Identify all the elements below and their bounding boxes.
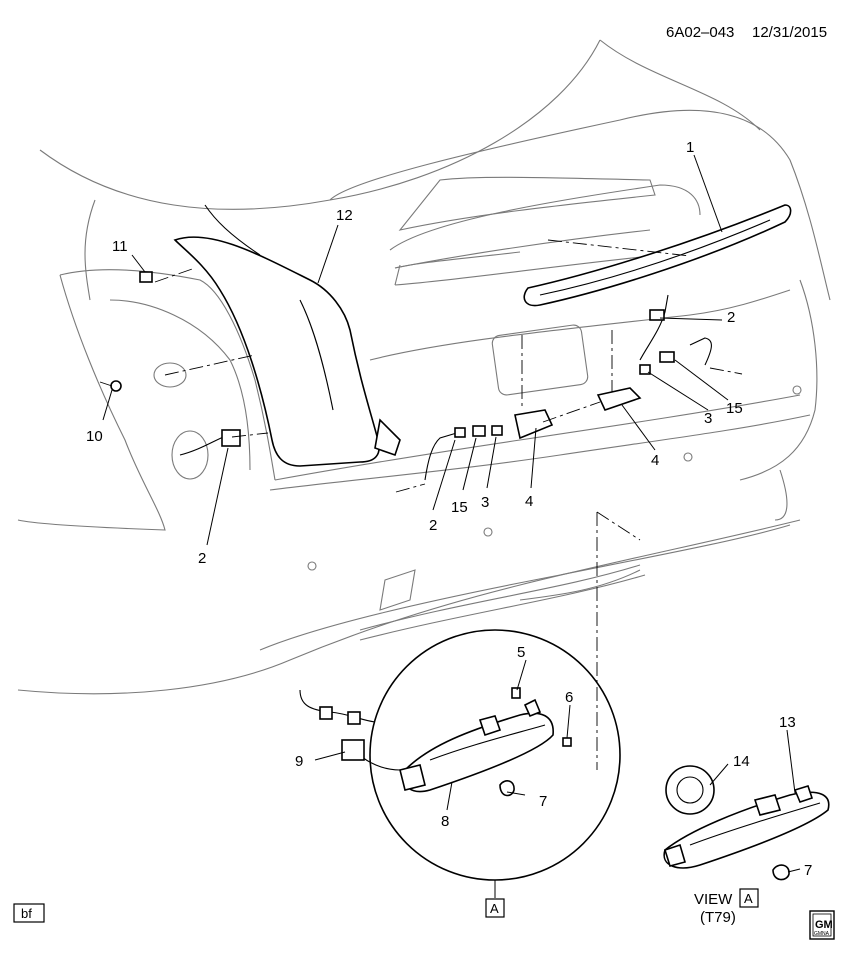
callout-2: 2 <box>198 550 206 567</box>
view-reference-letter: A <box>490 901 499 916</box>
callout-3: 3 <box>704 410 712 427</box>
callout-11: 11 <box>112 238 128 255</box>
part-9-harness <box>299 689 401 771</box>
callout-2: 2 <box>429 517 437 534</box>
vehicle-body-outline <box>17 39 831 695</box>
part-6-clip <box>562 737 572 747</box>
callout-15: 15 <box>726 400 743 417</box>
part-4-license-lamp-right <box>596 387 642 411</box>
diagram-code: 6A02–043 <box>666 24 734 41</box>
part-14-socket <box>665 765 715 815</box>
callout-1: 1 <box>686 139 694 156</box>
diagram-date: 12/31/2015 <box>752 24 827 41</box>
callout-13: 13 <box>779 714 796 731</box>
view-label-text: VIEW <box>694 891 733 908</box>
gm-logo-text: GM <box>815 919 833 931</box>
callouts: 1 2 2 2 3 3 4 4 5 6 7 7 8 9 10 11 12 13 … <box>86 139 812 879</box>
wiring-connectors <box>179 294 712 481</box>
part-10-grommet <box>110 380 122 392</box>
callout-7: 7 <box>804 862 812 879</box>
view-label: VIEW A (T79) <box>694 888 759 926</box>
callout-15: 15 <box>451 499 468 516</box>
callout-3: 3 <box>481 494 489 511</box>
callout-14: 14 <box>733 753 750 770</box>
part-7-bulb-detail <box>499 780 515 797</box>
detail-circle <box>369 629 621 898</box>
part-1-rear-applique <box>523 204 792 307</box>
part-4-license-lamp-left <box>514 409 554 440</box>
callout-6: 6 <box>565 689 573 706</box>
callout-9: 9 <box>295 753 303 770</box>
callout-10: 10 <box>86 428 103 445</box>
view-label-letter: A <box>744 891 753 906</box>
callout-2: 2 <box>727 309 735 326</box>
part-11-nut <box>139 271 153 283</box>
gm-logo: GM GMNA <box>809 910 835 940</box>
view-option-code: (T79) <box>700 909 736 926</box>
part-7-bulb <box>772 864 790 881</box>
view-reference-box: A <box>485 898 505 918</box>
leader-lines <box>102 154 801 873</box>
corner-tag-text: bf <box>21 906 32 921</box>
view-a-assembly <box>663 765 830 881</box>
callout-5: 5 <box>517 644 525 661</box>
alignment-lines <box>99 239 743 770</box>
part-12-quarter-lamp <box>173 204 401 467</box>
corner-tag: bf <box>13 903 45 923</box>
callout-12: 12 <box>336 207 353 224</box>
part-5-screw <box>511 687 521 699</box>
callout-7: 7 <box>539 793 547 810</box>
callout-4: 4 <box>651 452 659 469</box>
callout-8: 8 <box>441 813 449 830</box>
callout-4: 4 <box>525 493 533 510</box>
gm-logo-subtext: GMNA <box>814 931 830 937</box>
